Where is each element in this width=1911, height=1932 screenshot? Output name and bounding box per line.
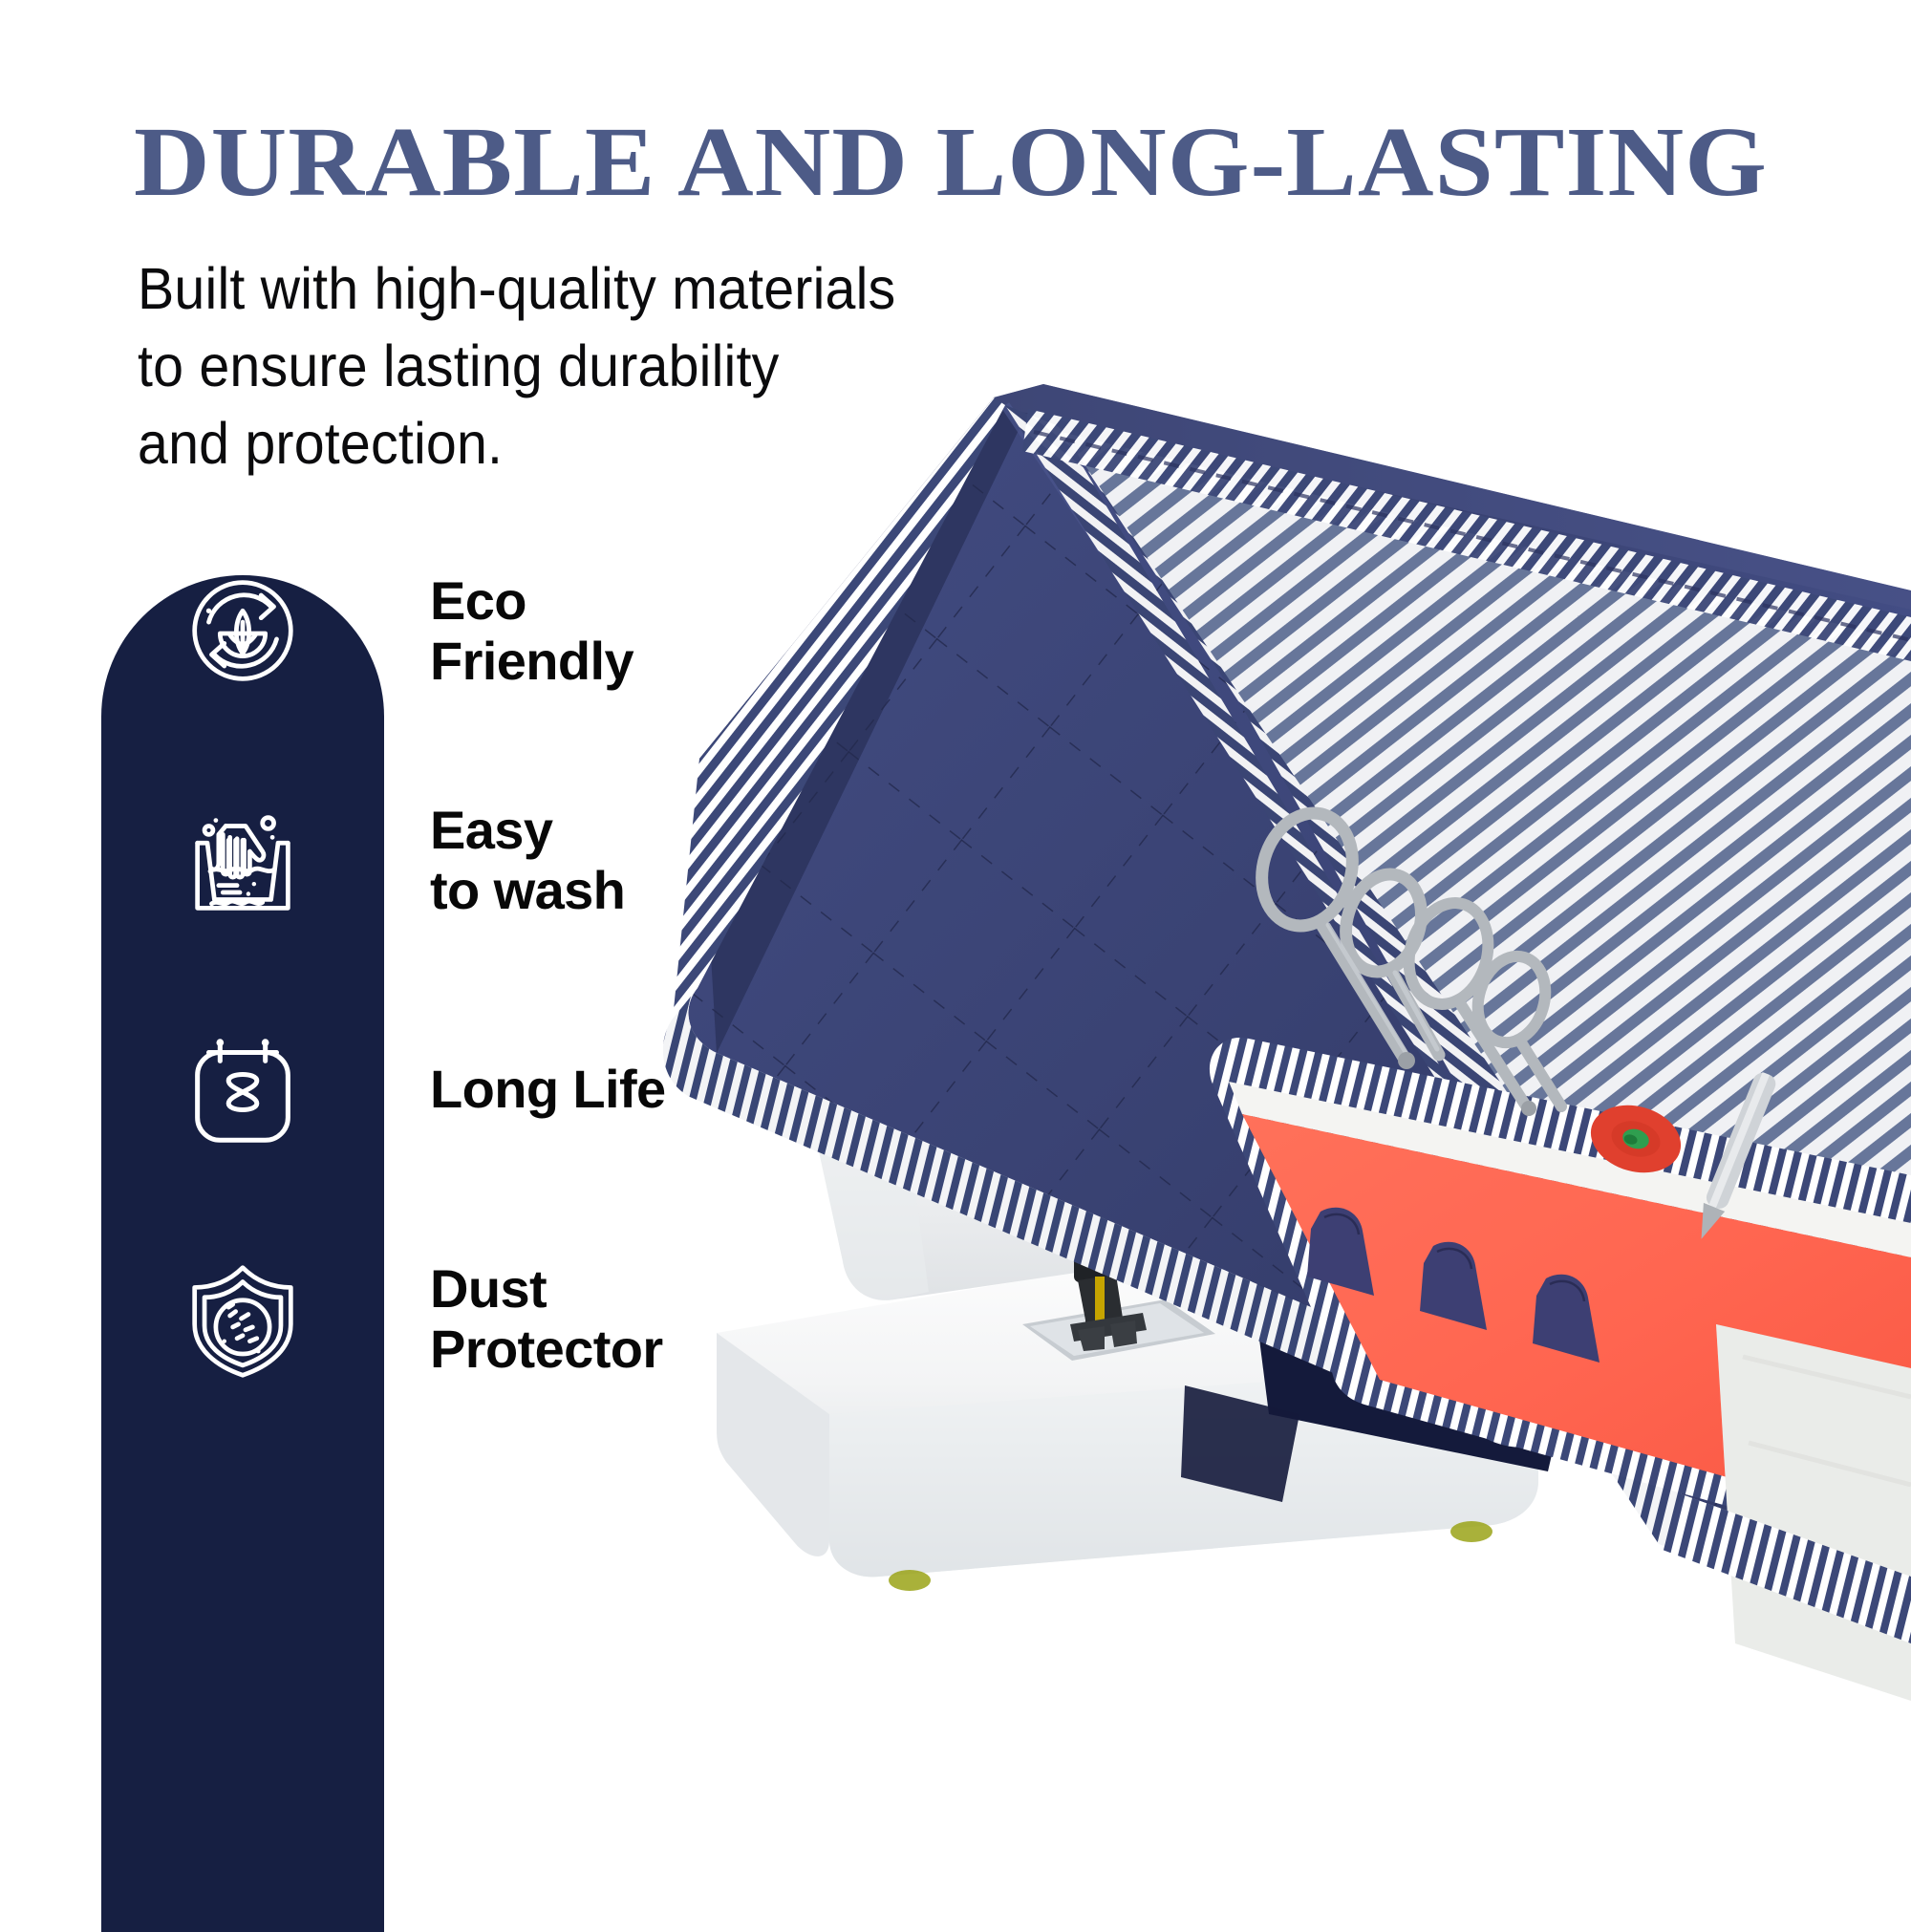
subtitle-line-1: Built with high-quality materials	[138, 256, 896, 321]
subtitle-line-2: to ensure lasting durability	[138, 333, 780, 399]
shield-dust-icon	[101, 1248, 384, 1389]
hand-wash-basin-icon	[101, 789, 384, 931]
page-title: DURABLE AND LONG-LASTING	[134, 107, 1768, 217]
calendar-hourglass-icon	[101, 1019, 384, 1160]
product-photo-sewing-machine-cover	[573, 172, 1911, 1911]
feature-item-eco-friendly: Eco Friendly	[101, 535, 961, 726]
feature-panel	[101, 575, 384, 1932]
feature-item-easy-to-wash: Easy to wash	[101, 764, 961, 955]
feature-label-eco-friendly: Eco Friendly	[430, 569, 634, 691]
page-subtitle: Built with high-quality materials to ens…	[138, 250, 1089, 483]
feature-label-dust-protector: Dust Protector	[430, 1257, 663, 1379]
feature-label-long-life: Long Life	[430, 1059, 666, 1120]
recycle-leaf-icon	[101, 560, 384, 701]
feature-label-easy-to-wash: Easy to wash	[430, 799, 626, 920]
subtitle-line-3: and protection.	[138, 411, 504, 477]
feature-item-long-life: Long Life	[101, 994, 961, 1185]
feature-item-dust-protector: Dust Protector	[101, 1223, 961, 1414]
